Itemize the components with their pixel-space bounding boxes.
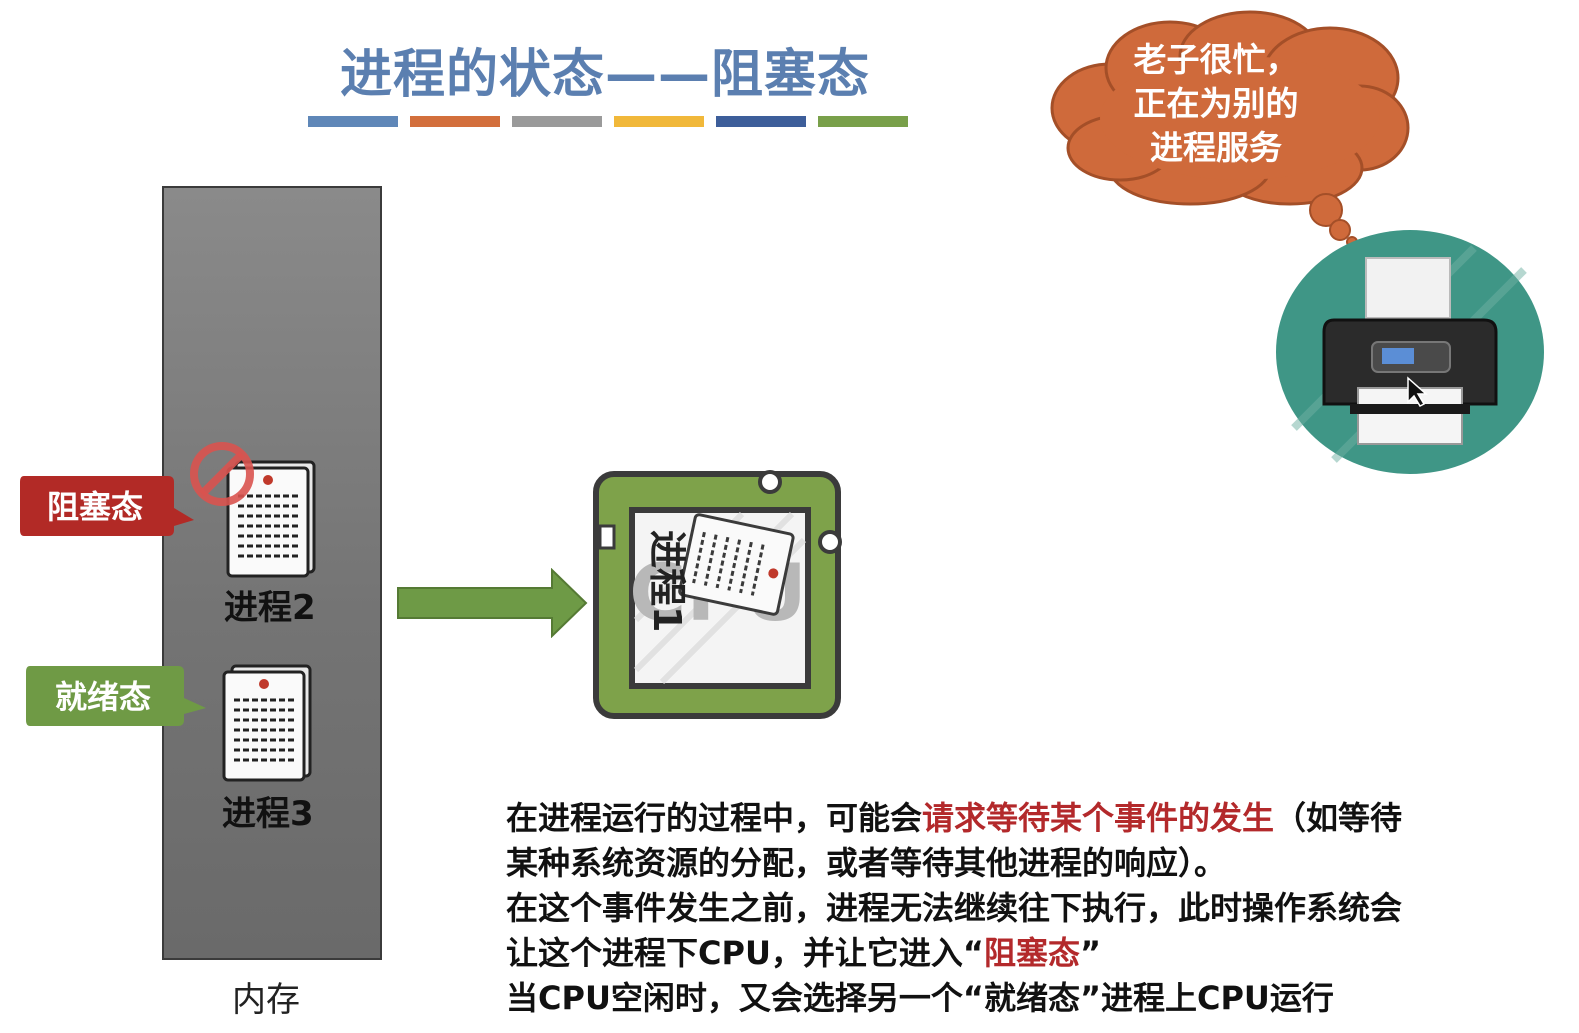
page-title: 进程的状态——阻塞态 [339, 45, 870, 105]
explanation-line-5: 当CPU空闲时，又会选择另一个“就绪态”进程上CPU运行 [506, 979, 1334, 1017]
process-3-label: 进程3 [222, 794, 314, 834]
title-bar-4 [614, 116, 704, 127]
thought-cloud-text: 老子很忙， 正在为别的 进程服务 [1090, 38, 1342, 170]
process-2-document-icon [226, 460, 316, 578]
right-arrow-icon [397, 568, 588, 638]
no-entry-icon [190, 442, 254, 506]
process-3-document-icon [222, 664, 312, 782]
cloud-line-3: 进程服务 [1150, 128, 1282, 167]
explanation-line-3: 在这个事件发生之前，进程无法继续往下执行，此时操作系统会 [506, 889, 1403, 927]
title-bar-3 [512, 116, 602, 127]
title-bar-6 [818, 116, 908, 127]
cloud-line-1: 老子很忙， [1133, 40, 1299, 79]
title-underline [308, 116, 908, 127]
cloud-line-2: 正在为别的 [1133, 84, 1299, 123]
explanation-text: 在进程运行的过程中，可能会请求等待某个事件的发生（如等待 某种系统资源的分配，或… [506, 796, 1566, 1021]
explanation-highlight-2: 阻塞态 [983, 934, 1080, 972]
blocked-state-tag: 阻塞态 [46, 488, 143, 526]
explanation-line-2: 某种系统资源的分配，或者等待其他进程的响应）。 [506, 844, 1227, 882]
explanation-line-1: 在进程运行的过程中，可能会请求等待某个事件的发生（如等待 [506, 796, 1566, 841]
memory-label: 内存 [232, 980, 300, 1020]
explanation-line-1a: 在进程运行的过程中，可能会 [506, 799, 923, 837]
explanation-highlight-1: 请求等待某个事件的发生 [922, 799, 1275, 837]
process-2-label: 进程2 [224, 588, 316, 628]
explanation-line-1b: （如等待 [1274, 799, 1403, 837]
title-bar-5 [716, 116, 806, 127]
cpu-chip-icon: CPU 进程1 [593, 470, 842, 719]
blocked-state-tag-shape [20, 476, 194, 536]
title-bar-1 [308, 116, 398, 127]
thought-cloud-shape [1050, 10, 1410, 248]
ready-state-tag: 就绪态 [54, 678, 151, 716]
printer-icon [1276, 230, 1544, 474]
explanation-line-4: 让这个进程下CPU，并让它进入“阻塞态” [506, 931, 1566, 976]
explanation-line-4a: 让这个进程下CPU，并让它进入“ [506, 934, 984, 972]
running-process-label: 进程1 [645, 530, 689, 632]
ready-state-tag-shape [26, 666, 206, 726]
title-bar-2 [410, 116, 500, 127]
explanation-line-4b: ” [1079, 934, 1102, 972]
